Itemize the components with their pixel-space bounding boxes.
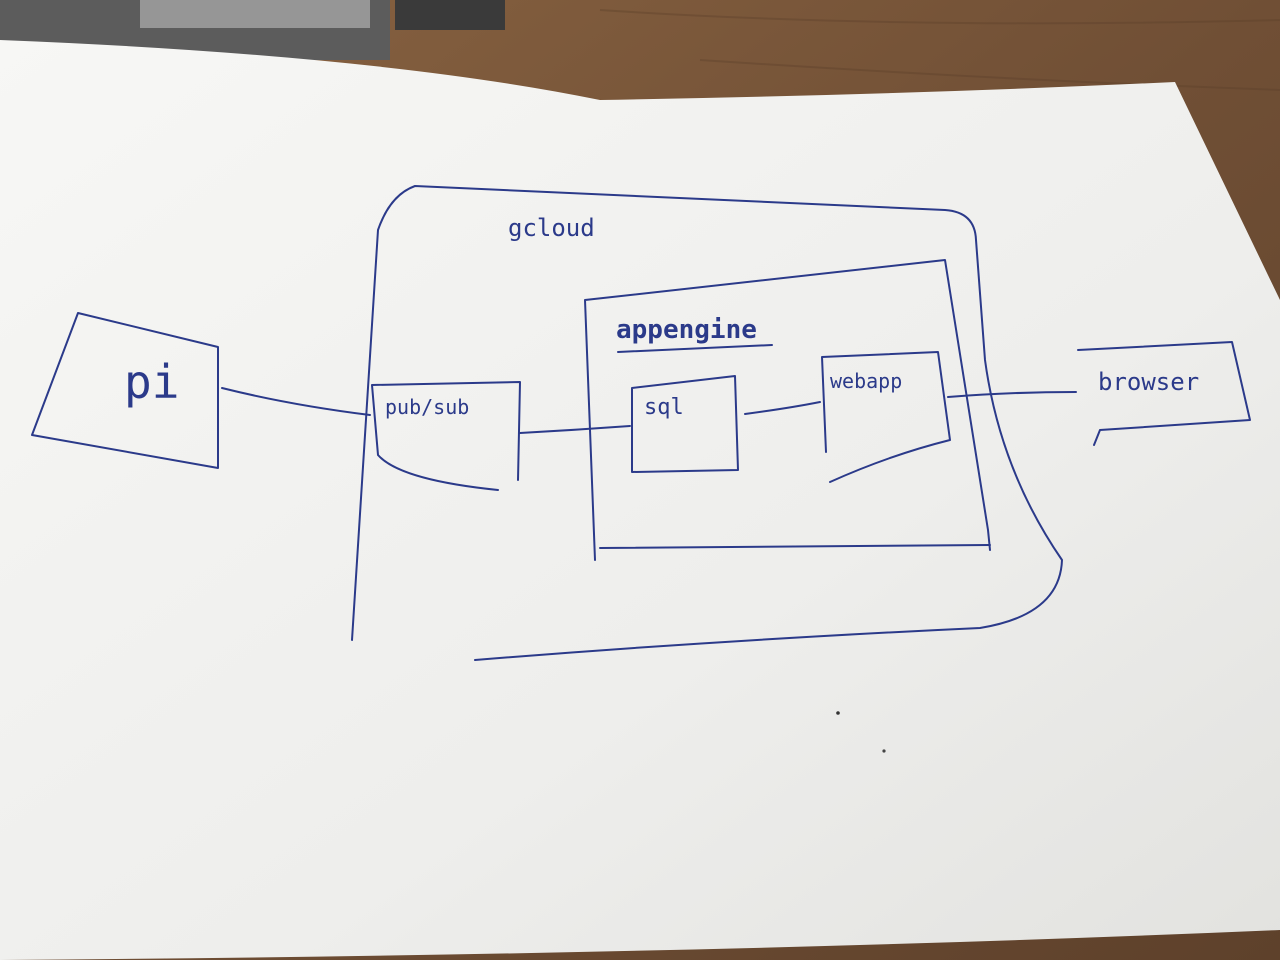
pubsub-label: pub/sub	[385, 395, 469, 419]
ink-drawing	[31, 185, 1251, 661]
gcloud-container	[351, 185, 1063, 661]
browser-label: browser	[1098, 368, 1199, 396]
keyboard-edge	[140, 0, 370, 28]
connector-pi-pubsub	[221, 387, 371, 416]
webapp-label: webapp	[830, 369, 902, 393]
paper-sheet	[0, 40, 1280, 960]
appengine-bottom-edge	[599, 544, 991, 549]
pubsub-box	[371, 381, 521, 491]
appengine-underline	[617, 344, 773, 353]
pi-label: pi	[124, 355, 179, 409]
browser-box	[1077, 341, 1251, 446]
appengine-label: appengine	[616, 315, 757, 345]
sql-label: sql	[644, 395, 684, 420]
connector-pubsub-sql	[519, 425, 631, 434]
connector-sql-webapp	[744, 401, 821, 415]
sql-box	[631, 375, 739, 473]
appengine-container	[584, 259, 991, 561]
webapp-box	[821, 351, 951, 483]
pi-box	[31, 312, 219, 469]
device-object	[395, 0, 505, 30]
connector-webapp-browser	[947, 391, 1077, 398]
ink-dot	[882, 749, 886, 753]
gcloud-label: gcloud	[508, 214, 595, 242]
ink-dot	[836, 711, 840, 715]
